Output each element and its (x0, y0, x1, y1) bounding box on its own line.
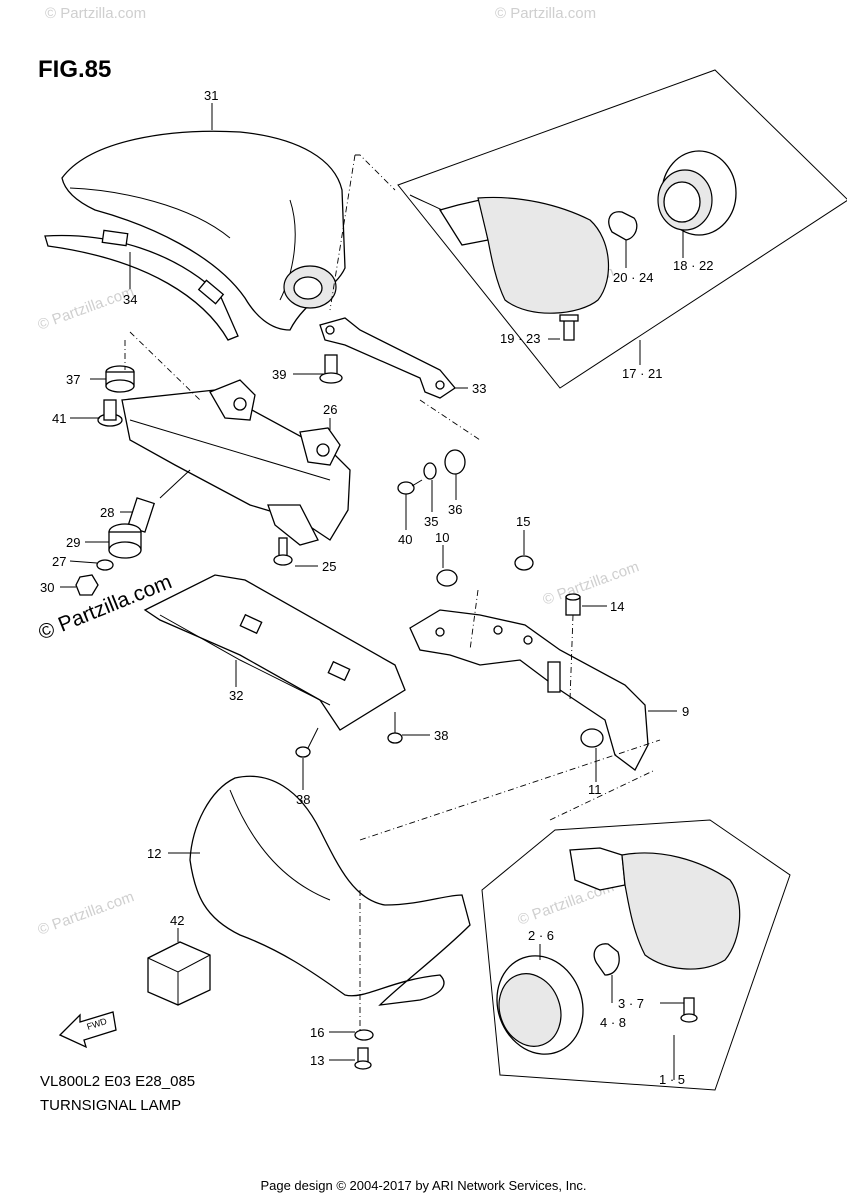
callout-38b: 38 (296, 792, 310, 807)
callout-31: 31 (204, 88, 218, 103)
callout-25: 25 (322, 559, 336, 574)
callout-9: 9 (682, 704, 689, 719)
watermark: © Partzilla.com (541, 558, 642, 609)
callout-26: 26 (323, 402, 337, 417)
callout-35: 35 (424, 514, 438, 529)
callout-40: 40 (398, 532, 412, 547)
part-9-mount-plate (409, 609, 649, 771)
watermark: © Partzilla.com (36, 888, 137, 939)
watermark: © Partzilla.com (495, 5, 596, 22)
callout-34: 34 (123, 292, 137, 307)
callout-18-22: 18 · 22 (673, 258, 713, 273)
part-26-main-bracket (121, 379, 351, 546)
callout-1-5: 1 · 5 (659, 1072, 685, 1087)
callout-13: 13 (310, 1053, 324, 1068)
callout-10: 10 (435, 530, 449, 545)
watermark: © Partzilla.com (36, 283, 137, 334)
figure-caption: TURNSIGNAL LAMP (40, 1097, 182, 1114)
rear-turn-lamp-group (397, 69, 847, 389)
callout-11: 11 (588, 782, 602, 797)
callout-16: 16 (310, 1025, 324, 1040)
part-31-fender-cover (61, 130, 346, 331)
model-code: VL800L2 E03 E28_085 (40, 1073, 196, 1090)
callout-42: 42 (170, 913, 184, 928)
callout-41: 41 (52, 411, 66, 426)
callout-15: 15 (516, 514, 530, 529)
callout-38a: 38 (434, 728, 448, 743)
watermark: © Partzilla.com (45, 5, 146, 22)
part-34-reflector-strip (44, 229, 239, 341)
part-33-bracket (319, 317, 456, 399)
callout-30: 30 (40, 580, 54, 595)
leader-lines (60, 103, 684, 1080)
front-turn-lamp-group (481, 819, 791, 1091)
callouts: 31 34 37 39 26 33 41 28 29 27 30 25 40 3… (40, 88, 713, 1087)
callout-2-6: 2 · 6 (528, 928, 554, 943)
callout-17-21: 17 · 21 (622, 366, 662, 381)
part-32-lower-bracket (143, 574, 406, 731)
callout-36: 36 (448, 502, 462, 517)
page-credit: Page design © 2004-2017 by ARI Network S… (260, 1178, 587, 1193)
callout-33: 33 (472, 381, 486, 396)
callout-19-23: 19 · 23 (500, 331, 540, 346)
callout-20-24: 20 · 24 (613, 270, 653, 285)
callout-39: 39 (272, 367, 286, 382)
callout-32: 32 (229, 688, 243, 703)
figure-title: FIG.85 (38, 56, 112, 83)
callout-27: 27 (52, 554, 66, 569)
assembly-lines (124, 154, 661, 1030)
callout-12: 12 (147, 846, 161, 861)
callout-4-8: 4 · 8 (600, 1015, 626, 1030)
callout-37: 37 (66, 372, 80, 387)
callout-29: 29 (66, 535, 80, 550)
callout-28: 28 (100, 505, 114, 520)
part-42-relay (147, 941, 211, 1006)
small-hardware (75, 354, 698, 1070)
fwd-arrow-icon: FWD (58, 1011, 117, 1049)
callout-3-7: 3 · 7 (618, 996, 644, 1011)
part-12-lower-cover (189, 775, 471, 1006)
callout-14: 14 (610, 599, 624, 614)
